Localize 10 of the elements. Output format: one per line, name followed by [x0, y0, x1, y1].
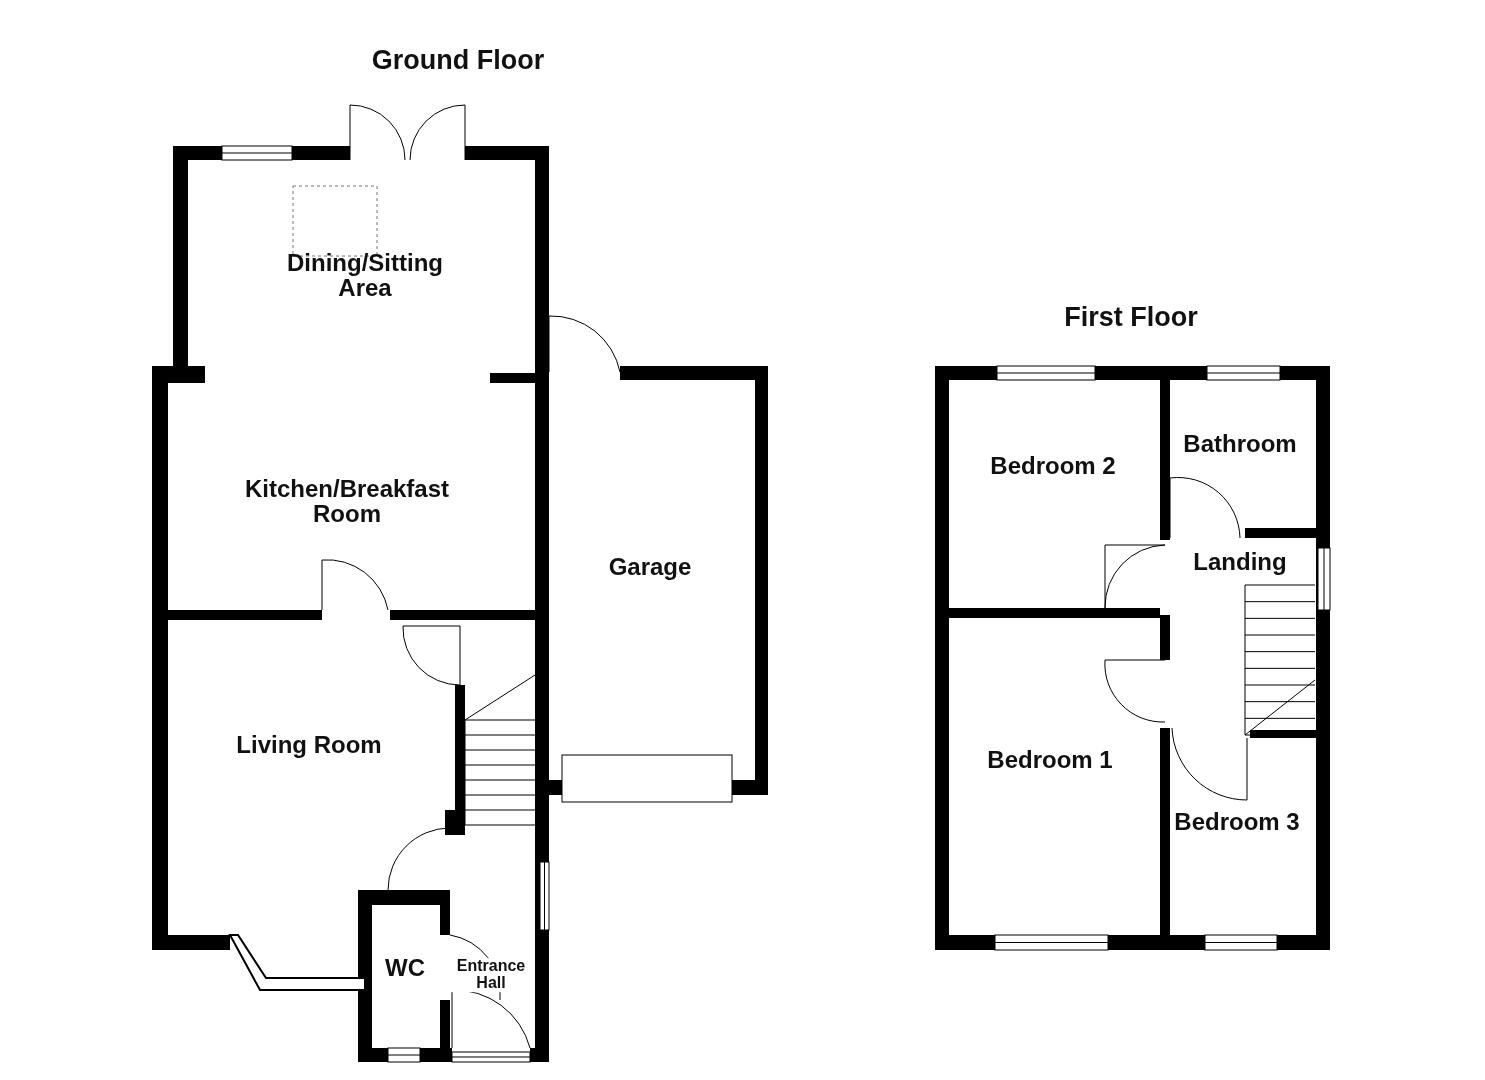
room-label: Garage — [530, 554, 770, 580]
room-label: Kitchen/Breakfast Room — [227, 475, 467, 527]
room-label: Bedroom 1 — [930, 747, 1170, 773]
floor-title: Ground Floor — [371, 45, 545, 75]
room-label: Dining/Sitting Area — [270, 249, 460, 301]
room-label: Landing — [1120, 549, 1360, 575]
room-label: Bedroom 3 — [1117, 809, 1357, 835]
room-label: WC — [375, 955, 435, 981]
floor-title: First Floor — [1064, 302, 1198, 332]
room-label: Living Room — [189, 732, 429, 758]
